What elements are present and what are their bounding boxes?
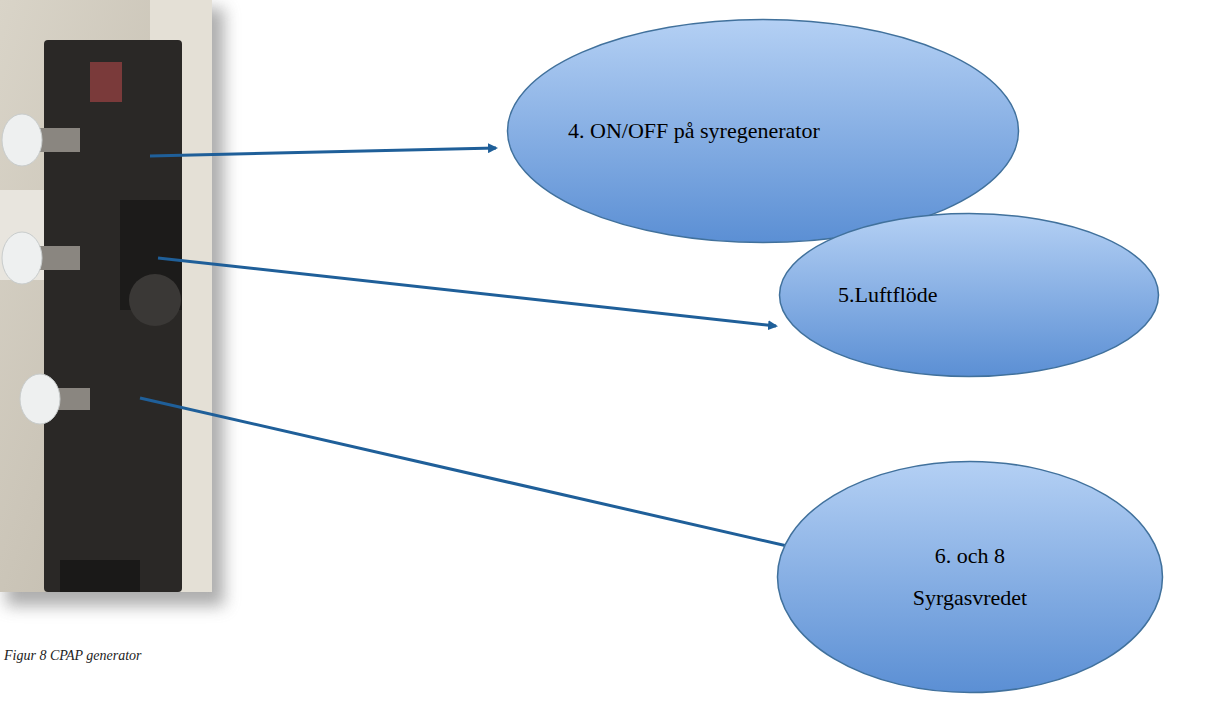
device-label [90,62,122,102]
callout-text: 4. ON/OFF på syregenerator [568,115,820,147]
leader-arrow [158,258,776,326]
callout-text: Syrgasvredet [913,582,1027,614]
knob [20,374,60,424]
callout-text: 6. och 8 [935,540,1005,572]
device-port [129,274,181,326]
leader-arrow [150,148,496,156]
ellipse-content: 4. ON/OFF på syregenerator [506,18,1020,244]
ellipse-content: 6. och 8 Syrgasvredet [776,460,1164,694]
callout-ellipse: 6. och 8 Syrgasvredet [776,460,1164,694]
ellipse-content: 5.Luftflöde [778,212,1160,378]
knob [2,114,42,166]
device-body [44,40,182,592]
device-base [60,560,140,592]
ellipse-shape [778,212,1160,378]
ellipse-shape [776,460,1164,694]
callout-ellipse: 4. ON/OFF på syregenerator [506,18,1020,244]
callout-text: 5.Luftflöde [838,279,938,311]
knob [2,232,42,284]
callout-ellipse: 5.Luftflöde [778,212,1160,378]
photo-background [0,0,212,592]
leader-arrow [140,398,796,548]
figure-caption: Figur 8 CPAP generator [4,648,142,664]
